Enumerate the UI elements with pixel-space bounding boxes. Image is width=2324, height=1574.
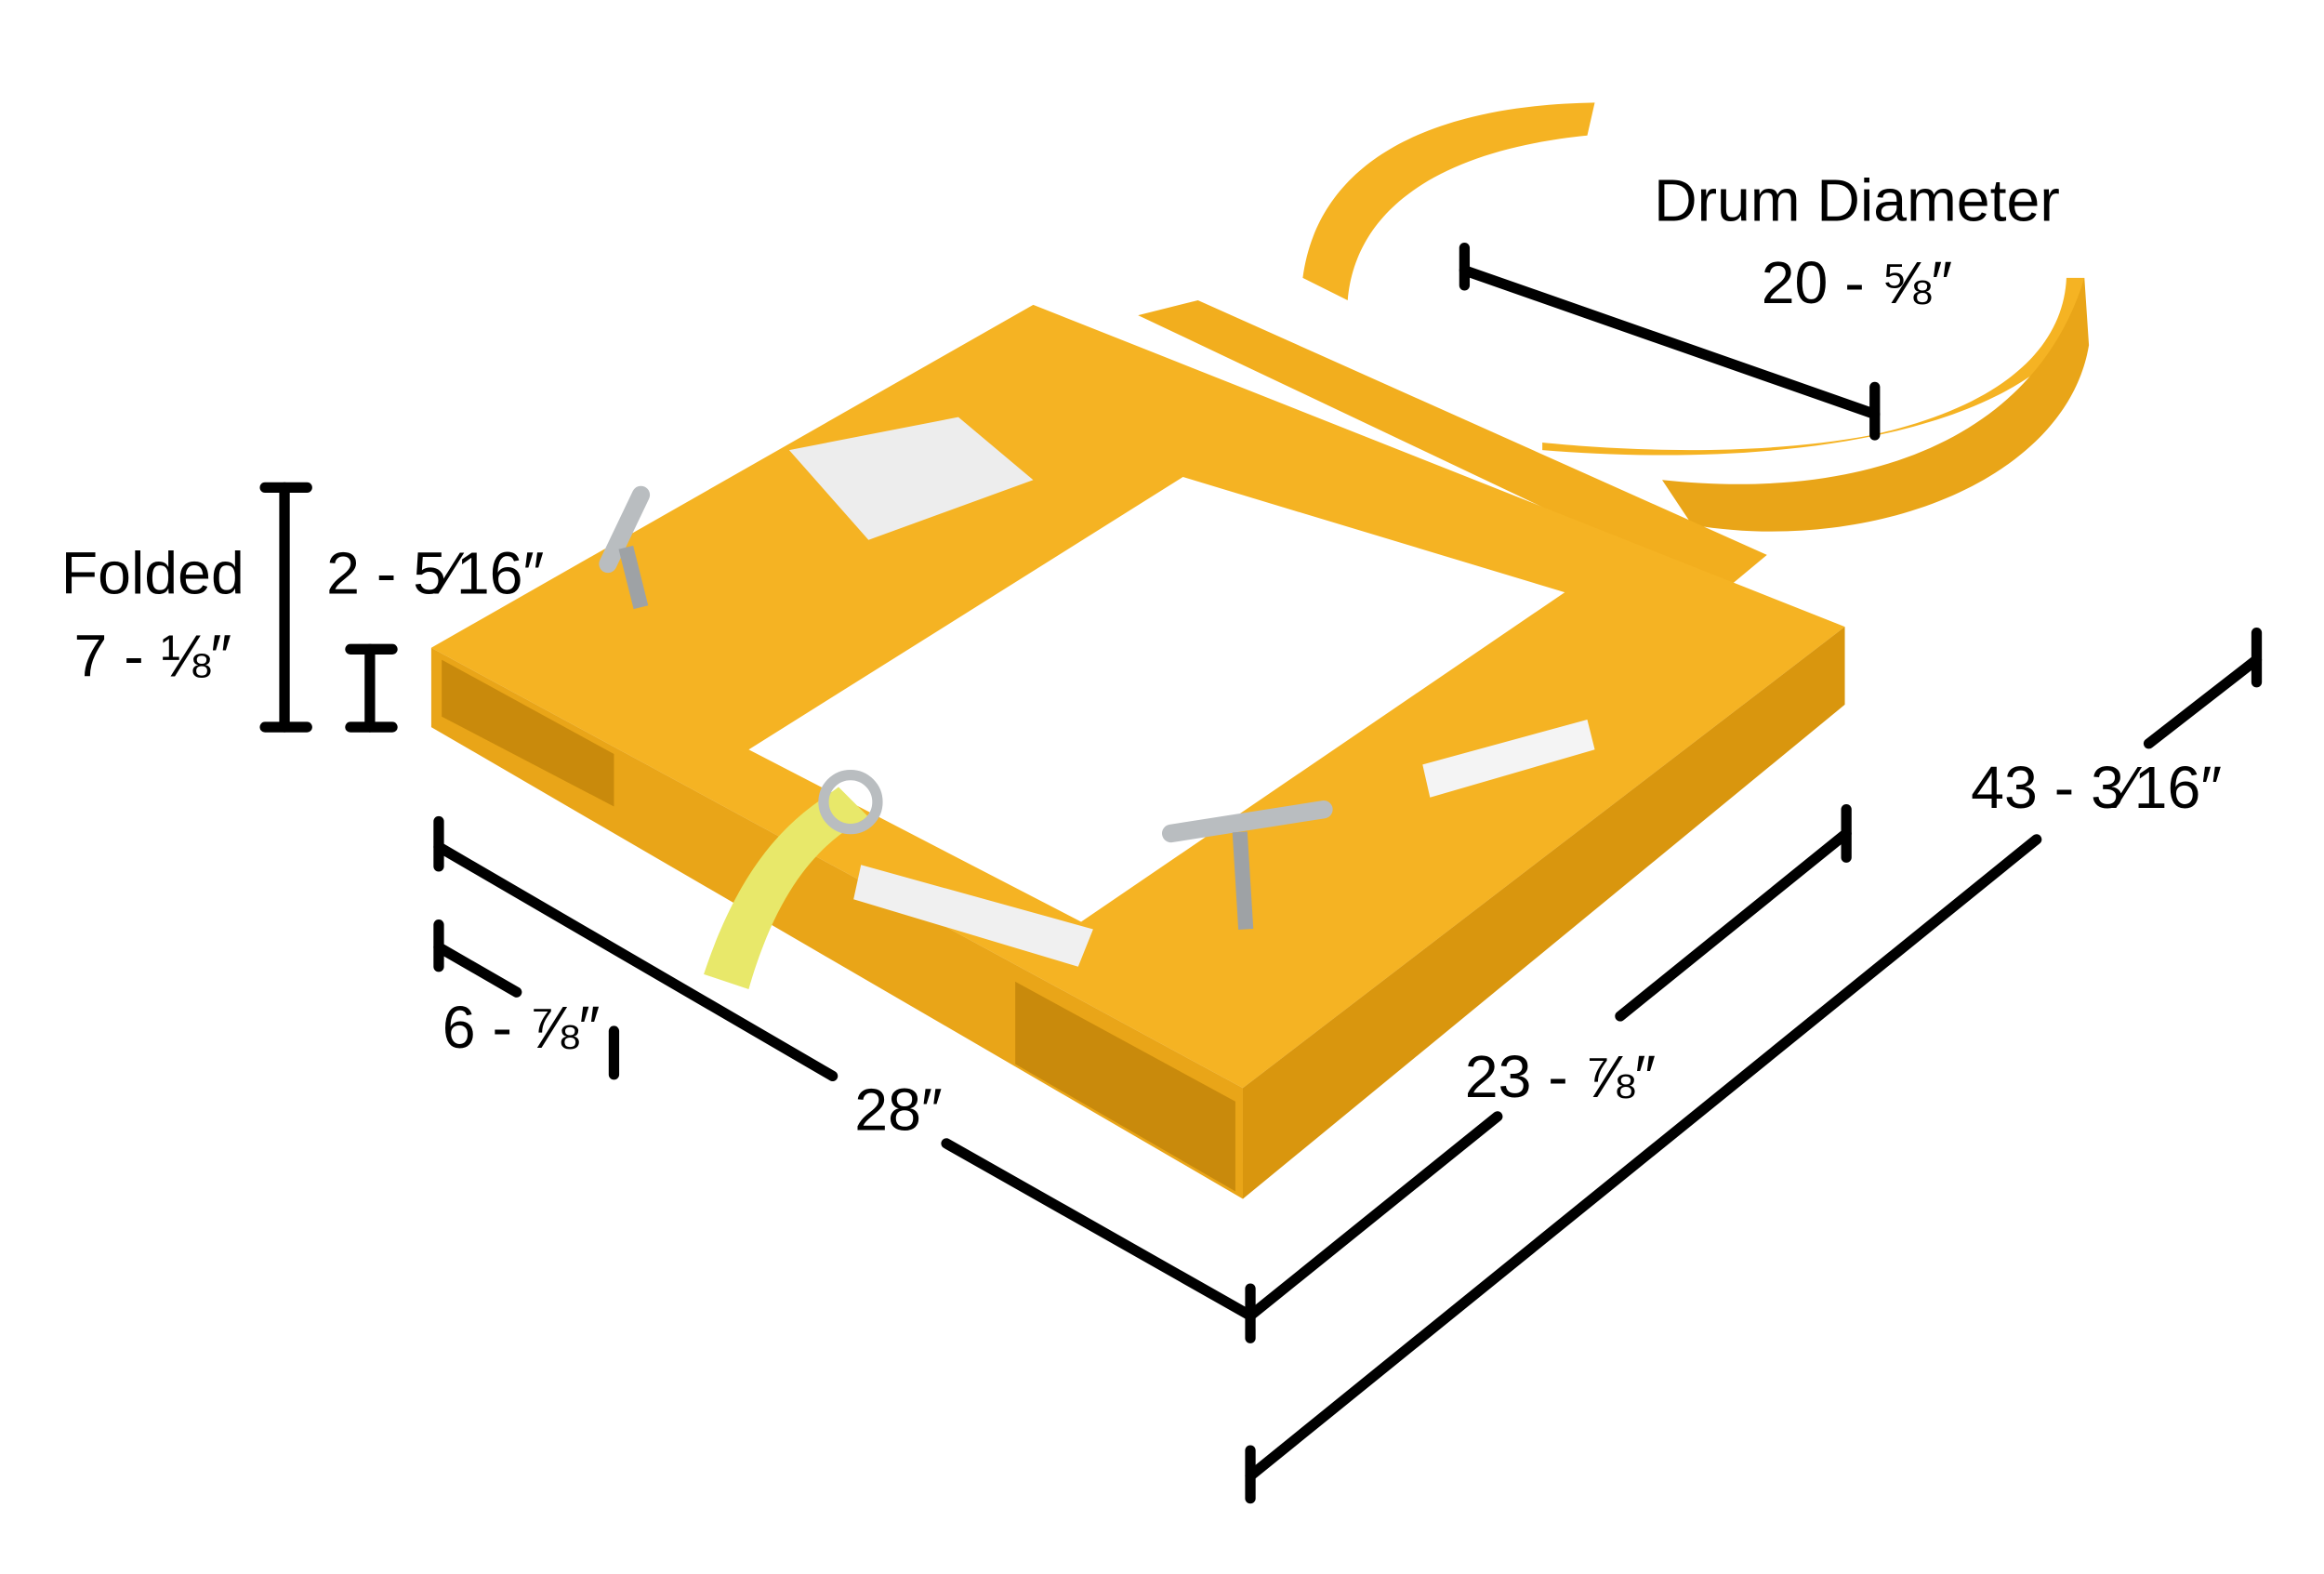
frame-opening: [748, 477, 1565, 922]
fork-pocket-right: [1015, 981, 1235, 1192]
fork-pocket-left: [442, 659, 614, 807]
fork-pocket-height-value: 2 - 5⁄16″: [326, 540, 544, 607]
t-handle-bolt-left: [599, 485, 651, 610]
warning-decal-front: [853, 865, 1093, 967]
lifting-strap: [704, 787, 869, 989]
folded-height-dimension-line: [259, 482, 312, 733]
dimension-lines: [259, 242, 2263, 1504]
strap-shackle: [818, 769, 883, 835]
overall-length-dimension-line: [1245, 627, 2263, 1504]
drum-clamp-ring-band: [1662, 277, 2090, 532]
overall-width-value: 28″: [854, 1076, 942, 1143]
id-plate: [1422, 720, 1595, 798]
fork-pocket-width-dimension-line: [433, 919, 620, 1080]
overall-length-value: 43 - 3⁄16″: [1971, 754, 2222, 821]
folded-value: 7 - ⅛″: [73, 622, 231, 689]
hinge-bar: [1138, 299, 1767, 593]
folded-title: Folded: [61, 540, 244, 607]
warning-decal: [788, 417, 1034, 540]
frame-front-right-face: [1242, 627, 1845, 1199]
frame-depth-dimension-line: [1245, 804, 1852, 1321]
t-handle-bolt-right: [1162, 800, 1333, 931]
frame-depth-value: 23 - ⅞″: [1465, 1043, 1656, 1110]
drum-diameter-dimension-line: [1459, 242, 1881, 441]
drum-diameter-value: 20 - ⅝″: [1762, 249, 1952, 316]
fork-pocket-height-dimension-line: [345, 643, 398, 733]
drum-clamp-ring: [1302, 102, 1595, 300]
drum-lifter-illustration: [430, 102, 2090, 1199]
fork-pocket-width-value: 6 - ⅞″: [442, 994, 601, 1061]
drum-diameter-title: Drum Diameter: [1654, 167, 2060, 234]
